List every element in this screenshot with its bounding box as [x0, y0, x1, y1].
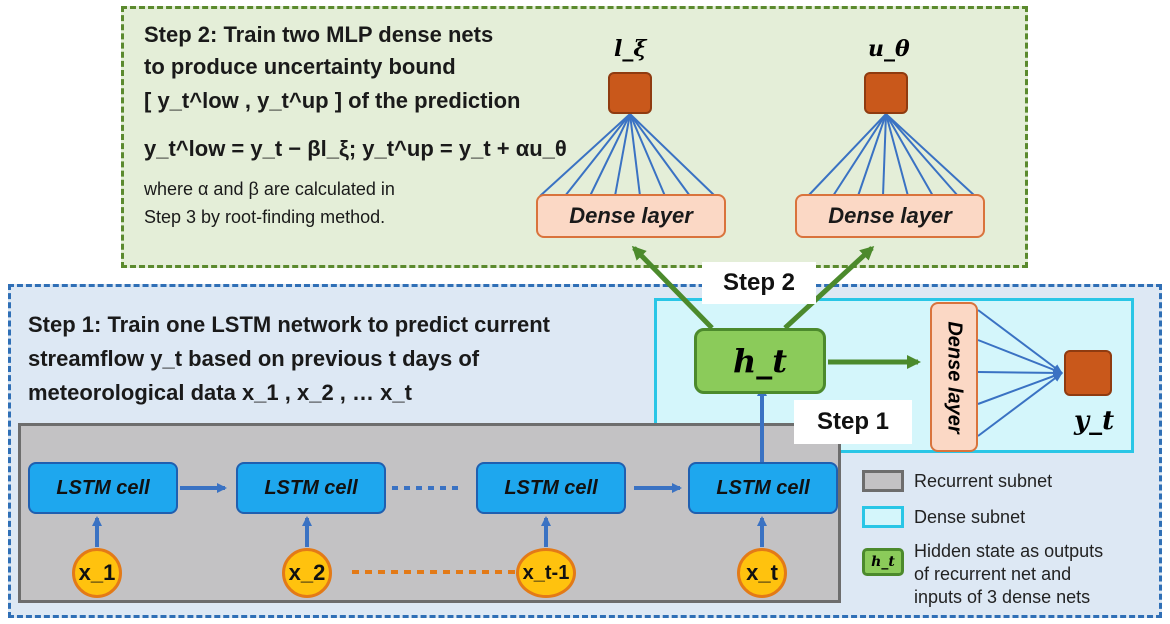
input-node-x1: x_1: [72, 548, 122, 598]
lstm-cell-2: LSTM cell: [236, 462, 386, 514]
legend-recurrent: Recurrent subnet: [914, 471, 1053, 491]
lstm-cell-3: LSTM cell: [476, 462, 626, 514]
step1-title-line2: streamflow y_t based on previous t days …: [28, 346, 480, 371]
arrow-h-to-dense-left: [631, 245, 714, 330]
dense-layer-left: Dense layer: [536, 194, 726, 238]
output-node-l-xi: [608, 72, 652, 114]
step2-label: Step 2: [702, 262, 816, 304]
dense-layer-vertical: Dense layer: [930, 302, 978, 452]
step2-title-line1: Step 2: Train two MLP dense nets: [144, 22, 494, 47]
legend-hidden-line1: Hidden state as outputs: [914, 541, 1104, 561]
step1-title-line1: Step 1: Train one LSTM network to predic…: [28, 312, 550, 337]
output-label-y: y_t: [1074, 406, 1115, 436]
input-node-xt-1: x_t-1: [516, 548, 576, 598]
hidden-state-node: h_t: [694, 328, 826, 394]
output-node-u-theta: [864, 72, 908, 114]
legend-dense: Dense subnet: [914, 507, 1026, 527]
step2-title-line2: to produce uncertainty bound: [144, 54, 456, 79]
step2-note-line2: Step 3 by root-finding method.: [144, 207, 386, 227]
step2-note-line1: where α and β are calculated in: [144, 179, 395, 199]
input-label-x2: x_2: [288, 560, 326, 585]
input-label-xt-1: x_t-1: [522, 561, 570, 584]
dense-layer-vertical-label: Dense layer: [943, 320, 966, 434]
legend-swatch-dense: [862, 506, 904, 528]
fan-right: [807, 113, 976, 197]
input-node-x2: x_2: [282, 548, 332, 598]
legend-hidden-line3: inputs of 3 dense nets: [914, 587, 1091, 607]
step1-label: Step 1: [794, 400, 912, 444]
output-label-u-theta: u_θ: [868, 36, 910, 62]
output-label-l-xi: l_ξ: [614, 36, 647, 62]
legend-hidden-line2: of recurrent net and: [914, 564, 1072, 584]
fan-output: [977, 309, 1063, 437]
lstm-cell-1: LSTM cell: [28, 462, 178, 514]
step2-title-line3: [ y_t^low , y_t^up ] of the prediction: [144, 88, 521, 113]
legend-swatch-hidden-label: h_t: [871, 554, 895, 570]
step1-title-line3: meteorological data x_1 , x_2 , … x_t: [28, 380, 412, 405]
arrow-h-to-dense-right: [783, 245, 875, 330]
step2-formula: y_t^low = y_t − βl_ξ; y_t^up = y_t + αu_…: [144, 136, 567, 161]
input-node-xt: x_t: [737, 548, 787, 598]
input-label-x1: x_1: [78, 560, 116, 585]
lstm-cell-4: LSTM cell: [688, 462, 838, 514]
fan-left: [539, 113, 716, 197]
legend-swatch-hidden: h_t: [862, 548, 904, 576]
hidden-state-label: h_t: [732, 342, 788, 380]
dense-layer-right: Dense layer: [795, 194, 985, 238]
legend-swatch-recurrent: [862, 470, 904, 492]
output-node-y: [1064, 350, 1112, 396]
input-label-xt: x_t: [746, 560, 778, 585]
